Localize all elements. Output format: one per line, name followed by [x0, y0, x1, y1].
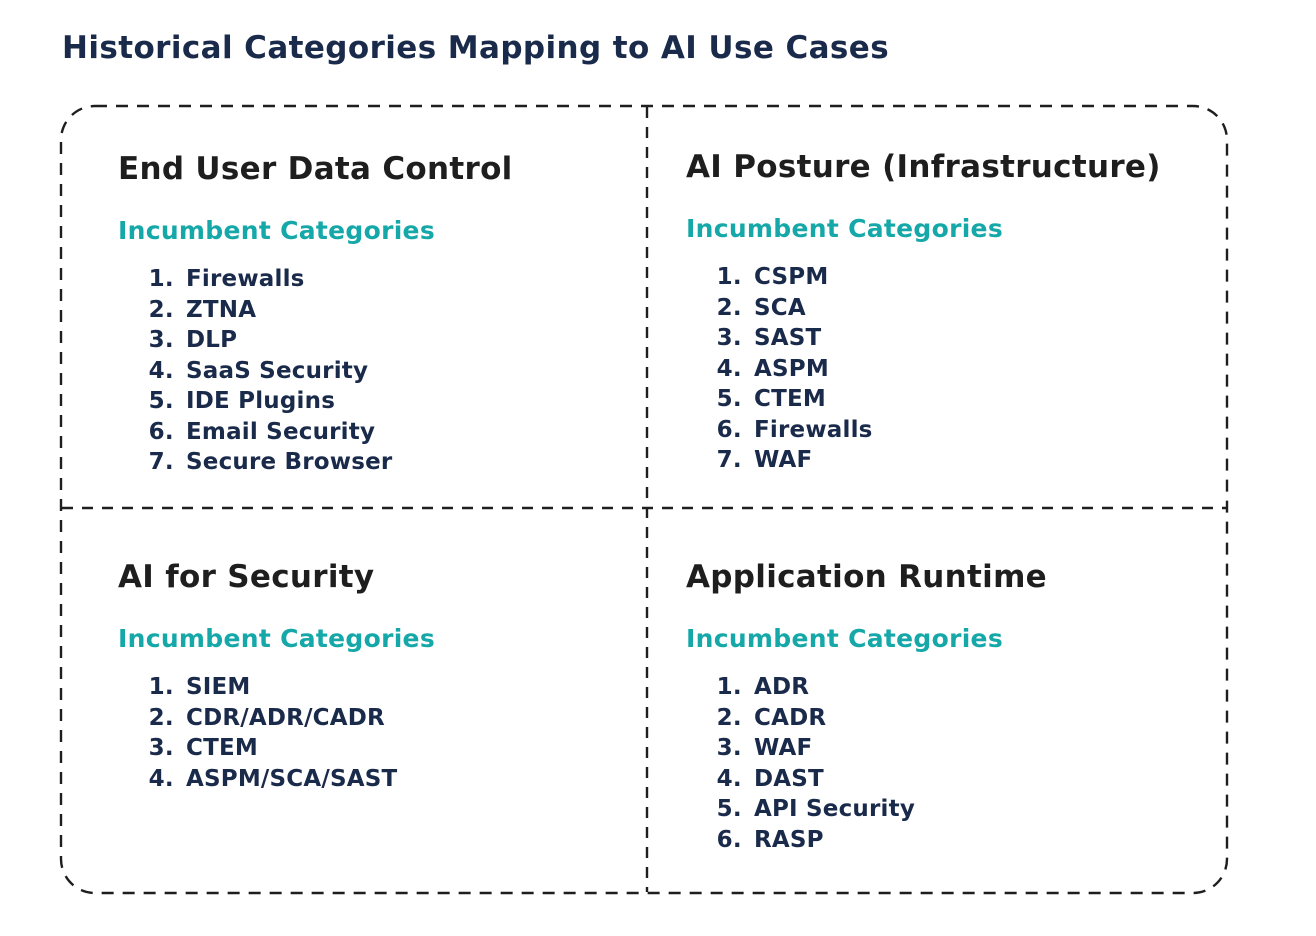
quadrant-heading: End User Data Control [118, 151, 513, 187]
list-item: WAF [750, 733, 1186, 764]
list-item: SIEM [182, 672, 618, 703]
list-item: ASPM/SCA/SAST [182, 764, 618, 795]
quadrant-subtitle: Incumbent Categories [118, 624, 435, 653]
list-item: CTEM [182, 733, 618, 764]
incumbent-category-list: Firewalls ZTNA DLP SaaS Security IDE Plu… [118, 264, 618, 478]
quadrant-subtitle: Incumbent Categories [686, 214, 1003, 243]
page-title: Historical Categories Mapping to AI Use … [62, 30, 890, 66]
list-item: IDE Plugins [182, 386, 618, 417]
quadrant-heading: AI Posture (Infrastructure) [686, 149, 1161, 185]
list-item: RASP [750, 825, 1186, 856]
list-item: CTEM [750, 384, 1186, 415]
quadrant-end-user-data-control: End User Data Control Incumbent Categori… [118, 150, 618, 478]
list-item: SCA [750, 293, 1186, 324]
list-item: CADR [750, 703, 1186, 734]
quadrant-ai-posture-infrastructure: AI Posture (Infrastructure) Incumbent Ca… [686, 148, 1186, 476]
list-item: DAST [750, 764, 1186, 795]
incumbent-category-list: ADR CADR WAF DAST API Security RASP [686, 672, 1186, 855]
outer-dashed-border [59, 104, 1229, 895]
list-item: Firewalls [182, 264, 618, 295]
quadrant-subtitle: Incumbent Categories [686, 624, 1003, 653]
incumbent-category-list: CSPM SCA SAST ASPM CTEM Firewalls WAF [686, 262, 1186, 476]
list-item: WAF [750, 445, 1186, 476]
list-item: CSPM [750, 262, 1186, 293]
list-item: ADR [750, 672, 1186, 703]
incumbent-category-list: SIEM CDR/ADR/CADR CTEM ASPM/SCA/SAST [118, 672, 618, 794]
list-item: CDR/ADR/CADR [182, 703, 618, 734]
list-item: Firewalls [750, 415, 1186, 446]
quadrant-heading: Application Runtime [686, 559, 1048, 595]
list-item: ZTNA [182, 295, 618, 326]
quadrant-ai-for-security: AI for Security Incumbent Categories SIE… [118, 558, 618, 794]
list-item: SaaS Security [182, 356, 618, 387]
list-item: DLP [182, 325, 618, 356]
list-item: Secure Browser [182, 447, 618, 478]
quadrant-application-runtime: Application Runtime Incumbent Categories… [686, 558, 1186, 855]
list-item: Email Security [182, 417, 618, 448]
quadrant-heading: AI for Security [118, 559, 375, 595]
list-item: ASPM [750, 354, 1186, 385]
list-item: SAST [750, 323, 1186, 354]
quadrant-subtitle: Incumbent Categories [118, 216, 435, 245]
list-item: API Security [750, 794, 1186, 825]
